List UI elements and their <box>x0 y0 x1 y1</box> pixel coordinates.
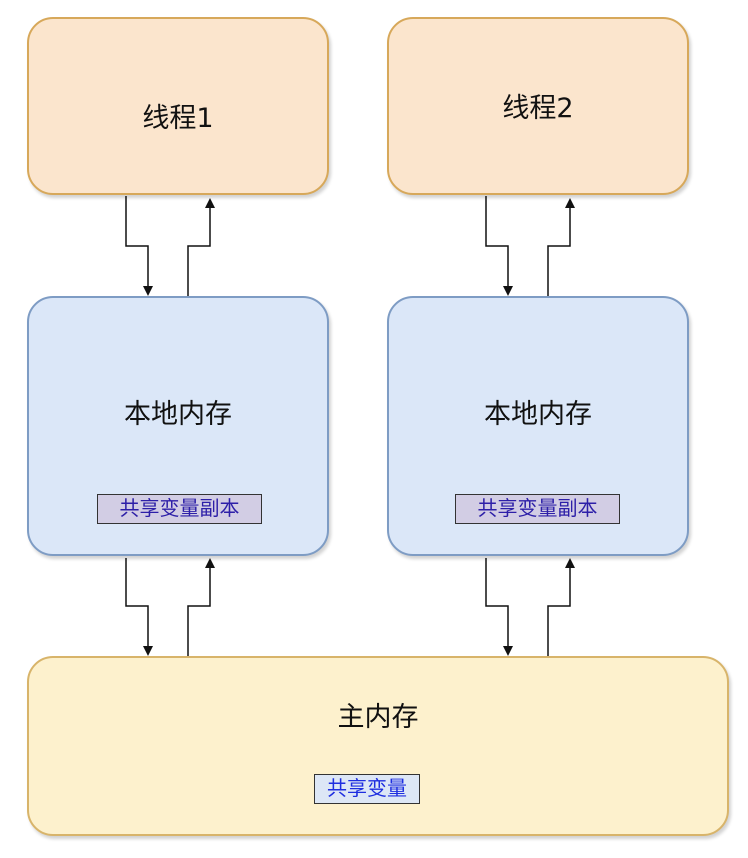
thread-2-label: 线程2 <box>502 93 574 124</box>
thread-1-node: 线程1 <box>27 17 329 195</box>
arrow-thread1-to-local1 <box>125 196 153 296</box>
local-memory-2-node: 本地内存 共享变量副本 <box>387 296 689 556</box>
thread-1-label: 线程1 <box>142 103 214 134</box>
arrow-local2-to-thread2 <box>547 198 575 296</box>
main-memory-label: 主内存 <box>337 702 419 733</box>
local-memory-1-label: 本地内存 <box>124 399 232 430</box>
local-memory-2-copy-tag: 共享变量副本 <box>455 494 620 524</box>
main-memory-shared-tag: 共享变量 <box>314 774 420 804</box>
main-memory-node: 主内存 共享变量 <box>27 656 729 836</box>
arrow-thread2-to-local2 <box>485 196 513 296</box>
local-memory-1-copy-tag: 共享变量副本 <box>97 494 262 524</box>
arrow-local1-to-thread1 <box>187 198 215 296</box>
thread-2-node: 线程2 <box>387 17 689 195</box>
local-memory-2-label: 本地内存 <box>484 399 592 430</box>
arrow-local1-to-main <box>125 558 153 656</box>
arrow-main-to-local2 <box>547 558 575 656</box>
arrow-local2-to-main <box>485 558 513 656</box>
arrow-main-to-local1 <box>187 558 215 656</box>
local-memory-1-node: 本地内存 共享变量副本 <box>27 296 329 556</box>
